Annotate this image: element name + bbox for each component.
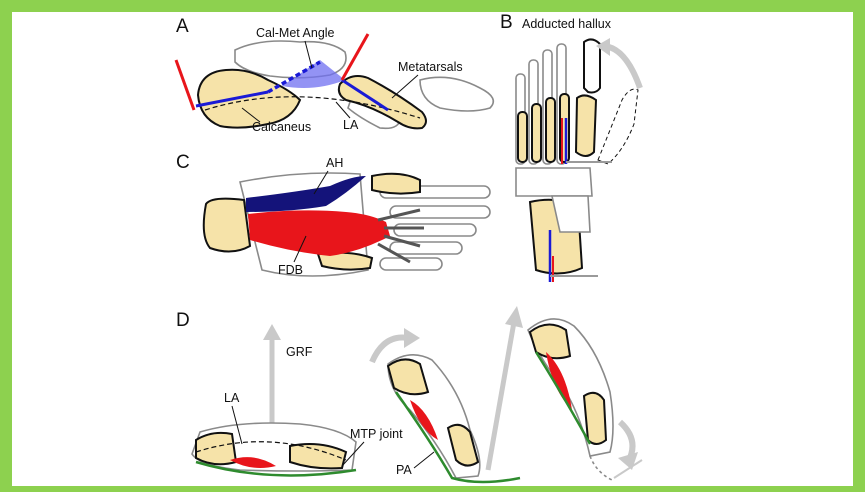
panel-d: D GRF LA MTP joint PA bbox=[176, 306, 642, 482]
metatarsal-bone bbox=[518, 112, 527, 162]
first-metatarsal-bone bbox=[576, 95, 596, 156]
panel-c: C AH FDB bbox=[176, 152, 490, 277]
panel-a: A Cal-Met Angle Metatarsals Calcaneus LA bbox=[176, 16, 493, 134]
toe-bone bbox=[390, 242, 462, 254]
panel-b: B Adducted hallux bbox=[500, 12, 640, 282]
metatarsal-bone bbox=[532, 104, 541, 162]
calcaneus-label: Calcaneus bbox=[252, 120, 311, 134]
la-label-a: LA bbox=[343, 118, 359, 132]
toe-bone bbox=[394, 224, 476, 236]
panel-d-letter: D bbox=[176, 310, 190, 331]
rotation-arrowhead bbox=[404, 328, 420, 348]
calcaneus-reference-line bbox=[176, 60, 194, 110]
calcaneus-bone bbox=[198, 70, 300, 128]
metatarsal-bone bbox=[372, 174, 420, 194]
grf-arrowhead bbox=[263, 324, 281, 340]
cal-met-angle-label: Cal-Met Angle bbox=[256, 26, 335, 40]
hallux-distal-phalanx bbox=[584, 39, 600, 92]
tarsal-bones bbox=[516, 168, 592, 196]
pa-leader bbox=[414, 452, 434, 468]
metatarsal-bone bbox=[584, 393, 606, 444]
fdb-label: FDB bbox=[278, 263, 303, 277]
calcaneus-bone bbox=[204, 199, 250, 252]
calcaneus-bone bbox=[196, 433, 236, 464]
adducted-hallux-label: Adducted hallux bbox=[522, 17, 612, 31]
toe-outline bbox=[590, 456, 612, 480]
metatarsal-bone bbox=[546, 98, 555, 162]
panel-a-letter: A bbox=[176, 16, 189, 37]
pa-label: PA bbox=[396, 463, 412, 477]
panel-c-letter: C bbox=[176, 152, 190, 173]
ah-label: AH bbox=[326, 156, 343, 170]
metatarsals-label: Metatarsals bbox=[398, 60, 463, 74]
grf-diagonal-arrowhead bbox=[505, 306, 523, 328]
metatarsals-leader bbox=[392, 75, 418, 98]
la-label-d: LA bbox=[224, 391, 240, 405]
mtp-joint-label: MTP joint bbox=[350, 427, 403, 441]
phalanx-outline bbox=[420, 77, 493, 111]
toe-bone bbox=[390, 206, 490, 218]
grf-diagonal-arrow-shaft bbox=[488, 322, 514, 470]
panel-b-letter: B bbox=[500, 12, 513, 33]
grf-label: GRF bbox=[286, 345, 313, 359]
toe-bone bbox=[380, 258, 442, 270]
la-leader-a bbox=[336, 102, 350, 118]
ghost-hallux-outline bbox=[598, 89, 638, 164]
